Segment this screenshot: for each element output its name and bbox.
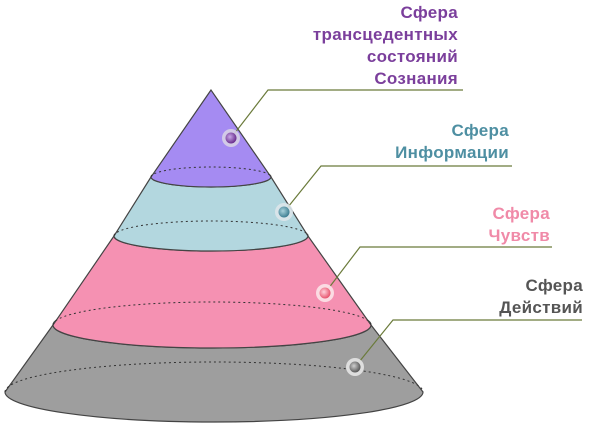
- leader-line-feelings: [324, 246, 552, 294]
- leader-lines: [230, 89, 582, 368]
- marker-actions: [346, 358, 364, 376]
- label-line: Сфера: [492, 204, 550, 223]
- label-line: Сфера: [525, 276, 583, 295]
- label-line: состояний: [366, 47, 458, 66]
- leader-line-information: [283, 165, 512, 213]
- leader-line-consciousness: [230, 89, 463, 139]
- label-line: трансцедентных: [312, 25, 458, 44]
- layer-consciousness: [150, 88, 272, 188]
- label-information-sphere: Сфера Информации: [395, 120, 509, 164]
- label-line: Сознания: [374, 69, 458, 88]
- marker-consciousness: [222, 129, 240, 147]
- label-line: Чувств: [488, 226, 550, 245]
- leader-line-actions: [354, 319, 582, 368]
- label-line: Сфера: [400, 3, 458, 22]
- label-line: Действий: [499, 298, 583, 317]
- label-consciousness-sphere: Сфера трансцедентных состояний Сознания: [313, 2, 458, 90]
- label-feelings-sphere: Сфера Чувств: [489, 203, 550, 247]
- marker-feelings: [316, 284, 334, 302]
- label-actions-sphere: Сфера Действий: [499, 275, 583, 319]
- label-line: Информации: [395, 143, 509, 162]
- label-line: Сфера: [451, 121, 509, 140]
- marker-information: [275, 203, 293, 221]
